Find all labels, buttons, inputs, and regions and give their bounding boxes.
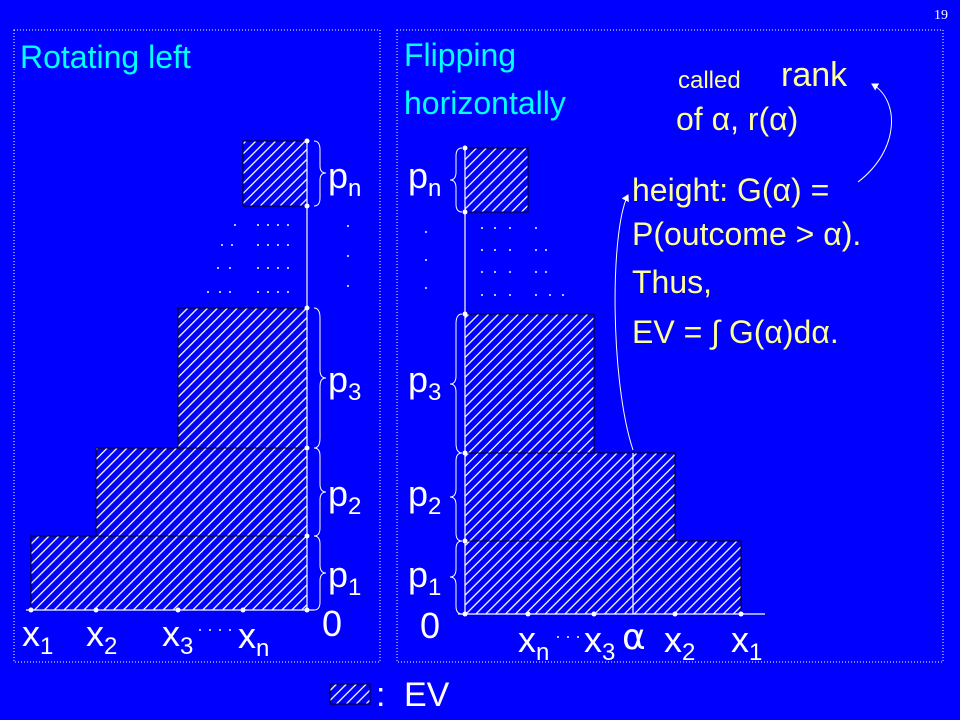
right-bar-p1 bbox=[464, 540, 742, 615]
left-label-p1: p1 bbox=[328, 554, 362, 601]
left-bar-p2 bbox=[95, 447, 308, 537]
left-bar-pn bbox=[242, 140, 308, 207]
legend-swatch bbox=[329, 683, 371, 705]
left-ellipsis-dots bbox=[199, 224, 349, 631]
alpha-to-height-arrow bbox=[614, 194, 634, 451]
right-bar-p3 bbox=[464, 313, 595, 454]
right-ellipsis-dots bbox=[425, 227, 579, 638]
right-bar-pn bbox=[464, 147, 529, 213]
left-label-p2: p2 bbox=[328, 473, 362, 520]
left-tick-dots bbox=[28, 138, 310, 613]
page-number: 19 bbox=[934, 8, 948, 23]
left-label-zero: 0 bbox=[322, 603, 343, 644]
annotation-height-line1: height: G(α) = bbox=[632, 172, 830, 208]
annotation-rank: rank bbox=[781, 56, 848, 94]
annotation-thus: Thus, bbox=[632, 264, 713, 300]
left-label-pn: pn bbox=[328, 155, 362, 202]
left-braces bbox=[313, 140, 327, 611]
right-label-x2: x2 bbox=[664, 619, 696, 666]
right-tick-dots bbox=[462, 145, 744, 617]
left-label-x1: x1 bbox=[22, 613, 54, 660]
left-panel-frame bbox=[13, 29, 381, 663]
legend-label: EV bbox=[404, 676, 450, 714]
right-label-p1: p1 bbox=[408, 554, 442, 601]
right-braces bbox=[449, 147, 463, 615]
right-label-p2: p2 bbox=[408, 473, 442, 520]
left-panel-title: Rotating left bbox=[20, 39, 191, 75]
right-label-pn: pn bbox=[408, 155, 442, 202]
right-panel-frame bbox=[396, 29, 944, 663]
left-label-p3: p3 bbox=[328, 359, 362, 406]
right-label-zero: 0 bbox=[420, 605, 441, 646]
left-bar-p3 bbox=[177, 307, 308, 449]
right-label-p3: p3 bbox=[408, 359, 442, 406]
right-label-alpha: α bbox=[622, 617, 646, 658]
right-bar-p2 bbox=[464, 452, 676, 542]
right-label-x1: x1 bbox=[731, 619, 763, 666]
annotation-called: called bbox=[678, 67, 741, 94]
left-label-xn: xn bbox=[238, 615, 270, 662]
right-label-x3: x3 bbox=[584, 619, 616, 666]
left-label-x2: x2 bbox=[86, 613, 118, 660]
left-bar-p1 bbox=[30, 535, 308, 611]
legend-colon: : bbox=[376, 676, 386, 714]
annotation-ev-formula: EV = ∫ G(α)dα. bbox=[632, 314, 839, 350]
annotation-height-line2: P(outcome > α). bbox=[632, 216, 862, 252]
left-label-x3: x3 bbox=[162, 613, 194, 660]
annotation-rank-of: of α, r(α) bbox=[676, 101, 799, 137]
right-label-xn: xn bbox=[518, 619, 550, 666]
right-panel-title-line2: horizontally bbox=[404, 85, 566, 121]
right-panel-title-line1: Flipping bbox=[404, 37, 517, 73]
height-to-rank-arrow bbox=[857, 83, 892, 183]
